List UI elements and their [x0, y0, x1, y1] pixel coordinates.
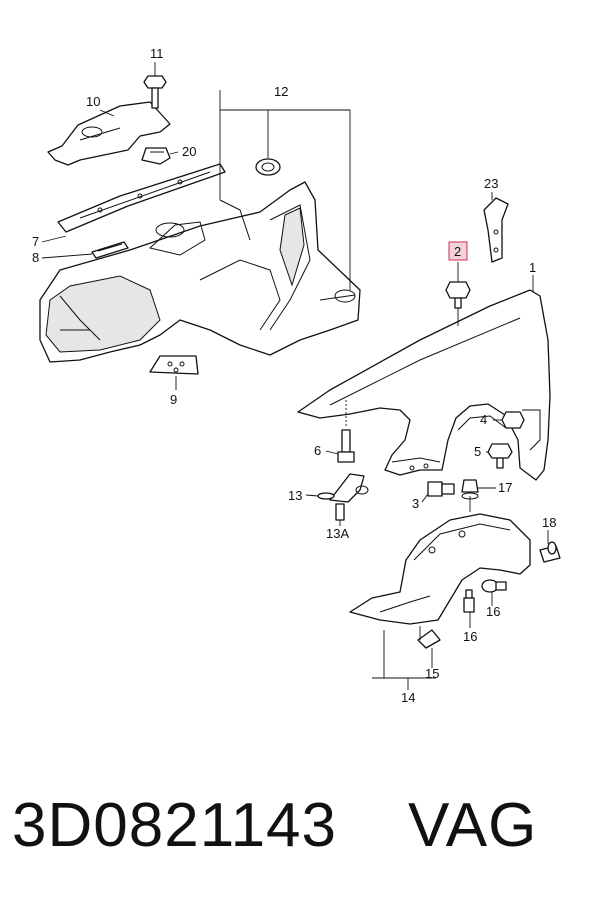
part-6-bolt — [337, 400, 355, 463]
callout-labels: 11 10 12 20 23 7 8 2 1 9 4 6 5 13 17 3 1… — [32, 46, 556, 705]
callout-16-right: 16 — [486, 604, 500, 619]
part-23-bracket — [483, 197, 509, 263]
callout-2: 2 — [454, 244, 461, 259]
part-16-screw-b — [481, 579, 507, 593]
front-body-structure — [39, 181, 361, 363]
callout-4: 4 — [480, 412, 487, 427]
part-15-clip — [417, 629, 441, 649]
callout-14: 14 — [401, 690, 415, 705]
leader-lines — [41, 62, 549, 690]
part-2-screw — [445, 281, 471, 309]
part-8-rubber-strip — [91, 241, 129, 259]
callout-12: 12 — [274, 84, 288, 99]
part-10-bracket-plate — [47, 101, 171, 166]
part-11-bolt — [143, 75, 167, 109]
exploded-parts-diagram: 11 10 12 20 23 7 8 2 1 9 4 6 5 13 17 3 1… — [32, 46, 561, 705]
callout-23: 23 — [484, 176, 498, 191]
callout-5: 5 — [474, 444, 481, 459]
footer: 3D0821143 VAG — [0, 790, 600, 880]
callout-7: 7 — [32, 234, 39, 249]
part-7-upper-rail — [57, 163, 226, 233]
part-12-grommet — [255, 158, 281, 176]
callout-10: 10 — [86, 94, 100, 109]
callout-18: 18 — [542, 515, 556, 530]
callout-11: 11 — [150, 46, 164, 61]
part-4-nut — [501, 411, 525, 429]
callout-13a: 13A — [326, 526, 349, 541]
part-5-screw — [487, 443, 513, 469]
part-16-screw-a — [463, 589, 475, 613]
callout-17: 17 — [498, 480, 512, 495]
part-3-bolt — [427, 481, 455, 497]
callout-13: 13 — [288, 488, 302, 503]
part-14-wheel-arch-liner[interactable] — [349, 513, 531, 625]
part-13-bracket — [317, 473, 369, 503]
callout-9: 9 — [170, 392, 177, 407]
part-18-push-clip — [539, 541, 561, 563]
callout-15: 15 — [425, 666, 439, 681]
callout-3: 3 — [412, 496, 419, 511]
callout-16-lower: 16 — [463, 629, 477, 644]
callout-1: 1 — [529, 260, 536, 275]
highlight-box-callout-2 — [448, 241, 468, 261]
part-9-bracket — [149, 355, 199, 375]
callout-20: 20 — [182, 144, 196, 159]
part-20-clip-nut — [141, 147, 171, 165]
part-number: 3D0821143 — [12, 791, 338, 860]
callout-8: 8 — [32, 250, 39, 265]
part-13a-screw — [335, 503, 345, 521]
brand-name: VAG — [408, 791, 538, 860]
callout-6: 6 — [314, 443, 321, 458]
part-1-front-fender[interactable] — [297, 289, 551, 481]
